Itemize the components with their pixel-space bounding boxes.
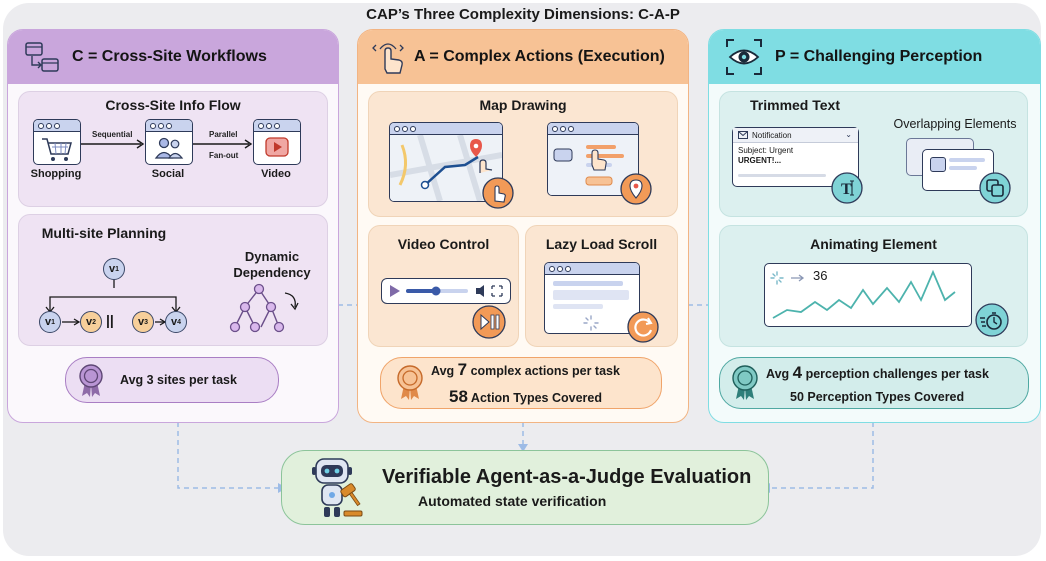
actions-per-task-value: 7: [457, 359, 468, 379]
panel-a-header: A = Complex Actions (Execution): [358, 30, 688, 84]
anim-card-title: Animating Element: [810, 236, 937, 252]
mail-icon: [738, 131, 748, 139]
panel-c-title: C = Cross-Site Workflows: [72, 48, 267, 65]
perception-summary-text: Avg 4 perception challenges per task 50 …: [766, 359, 989, 406]
site-switch-icon: [25, 42, 59, 72]
loading-content-graphic: [553, 281, 629, 331]
animated-line-graphic: [770, 269, 956, 319]
social-site-window: [145, 119, 193, 165]
edge-label-sequential: Sequential: [92, 130, 133, 139]
site-label-social: Social: [151, 168, 185, 180]
connector-c-judge: [177, 422, 278, 489]
site-label-video: Video: [261, 168, 291, 180]
action-types-value: 58: [449, 387, 468, 406]
tap-gesture-icon: [482, 177, 514, 209]
overlap-label: Overlapping Elements: [893, 117, 1017, 131]
play-pause-icon: [472, 305, 506, 339]
robot-judge-icon: [312, 457, 363, 517]
award-badge-icon: [79, 364, 103, 397]
form-window: [547, 122, 639, 196]
perception-per-task-value: 4: [792, 363, 803, 383]
refresh-icon: [627, 311, 659, 343]
trimmed-text-card: Trimmed Text Notification ⌄ Subject: Urg…: [719, 91, 1028, 217]
layers-icon: [979, 172, 1011, 204]
panel-p-title: P = Challenging Perception: [775, 48, 983, 65]
panel-challenging-perception: P = Challenging Perception Trimmed Text …: [708, 29, 1041, 423]
animated-chart-window: 36: [764, 263, 972, 327]
notification-body: URGENT!...: [738, 156, 782, 166]
video-player-bar: [381, 278, 511, 304]
dynamic-dependency-label: Dynamic Dependency: [233, 249, 311, 280]
touch-gesture-icon: [372, 43, 404, 74]
actions-summary-pill: Avg 7 complex actions per task 58 Action…: [380, 357, 662, 409]
map-drawing-card: Map Drawing: [368, 91, 678, 217]
cross-site-flow-card: Cross-Site Info Flow Shopping Social: [18, 91, 328, 207]
eye-focus-icon: [726, 39, 762, 75]
trimmed-card-title: Trimmed Text: [750, 97, 840, 113]
sites-summary-text: Avg 3 sites per task: [120, 373, 237, 387]
perception-summary-pill: Avg 4 perception challenges per task 50 …: [719, 357, 1029, 409]
award-badge-icon: [732, 365, 758, 400]
text-format-icon: T: [831, 172, 863, 204]
actions-summary-text: Avg 7 complex actions per task 58 Action…: [431, 359, 620, 406]
panel-c-header: C = Cross-Site Workflows: [8, 30, 338, 84]
panel-a-title: A = Complex Actions (Execution): [414, 48, 665, 65]
sites-summary-pill: Avg 3 sites per task: [65, 357, 279, 403]
notification-subject: Subject: Urgent: [738, 146, 794, 155]
video-seek-controls: [390, 285, 503, 297]
flow-arrows: [81, 139, 253, 149]
map-card-title: Map Drawing: [479, 97, 567, 113]
lazy-card-title: Lazy Load Scroll: [545, 236, 658, 252]
panel-complex-actions: A = Complex Actions (Execution) Map Draw…: [357, 29, 689, 423]
panel-p-header: P = Challenging Perception: [709, 30, 1040, 84]
shopping-cart-icon: [42, 138, 72, 161]
video-card-title: Video Control: [397, 236, 490, 252]
panel-cross-site: C = Cross-Site Workflows Cross-Site Info…: [7, 29, 339, 423]
diagram-title: CAP’s Three Complexity Dimensions: C-A-P: [366, 6, 680, 23]
video-control-card: Video Control: [368, 225, 519, 347]
users-icon: [154, 137, 184, 159]
video-site-window: [253, 119, 301, 165]
map-window: [389, 122, 503, 202]
flow-card-title: Cross-Site Info Flow: [105, 97, 241, 113]
location-pin-icon: [620, 173, 652, 205]
chevron-down-icon: ⌄: [845, 130, 852, 139]
svg-text:T: T: [841, 181, 852, 198]
dependency-tree-icon: [229, 283, 299, 333]
edge-label-fanout: Fan-out: [209, 151, 239, 160]
map-route-graphic: [390, 134, 502, 201]
judge-title: Verifiable Agent-as-a-Judge Evaluation: [382, 466, 752, 488]
parallel-marker: ||: [106, 312, 114, 328]
perception-types-text: 50 Perception Types Covered: [790, 389, 965, 404]
award-badge-icon: [397, 365, 423, 400]
form-drag-graphic: [548, 135, 638, 195]
animating-element-card: Animating Element 36: [719, 225, 1028, 347]
lazy-load-window: [544, 262, 640, 334]
timer-icon: [975, 303, 1009, 337]
judge-subtitle: Automated state verification: [418, 493, 607, 509]
planning-card-title: Multi-site Planning: [41, 225, 167, 241]
edge-label-parallel: Parallel: [209, 130, 238, 139]
shopping-site-window: [33, 119, 81, 165]
animated-counter: 36: [813, 268, 827, 283]
connector-p-judge: [770, 422, 874, 489]
notification-title: Notification: [752, 130, 792, 140]
lazy-load-scroll-card: Lazy Load Scroll: [525, 225, 678, 347]
play-video-icon: [265, 137, 289, 157]
judge-evaluation-box: Verifiable Agent-as-a-Judge Evaluation A…: [281, 450, 769, 525]
animated-counter-value: 36: [813, 268, 828, 283]
site-label-shopping: Shopping: [30, 168, 82, 180]
